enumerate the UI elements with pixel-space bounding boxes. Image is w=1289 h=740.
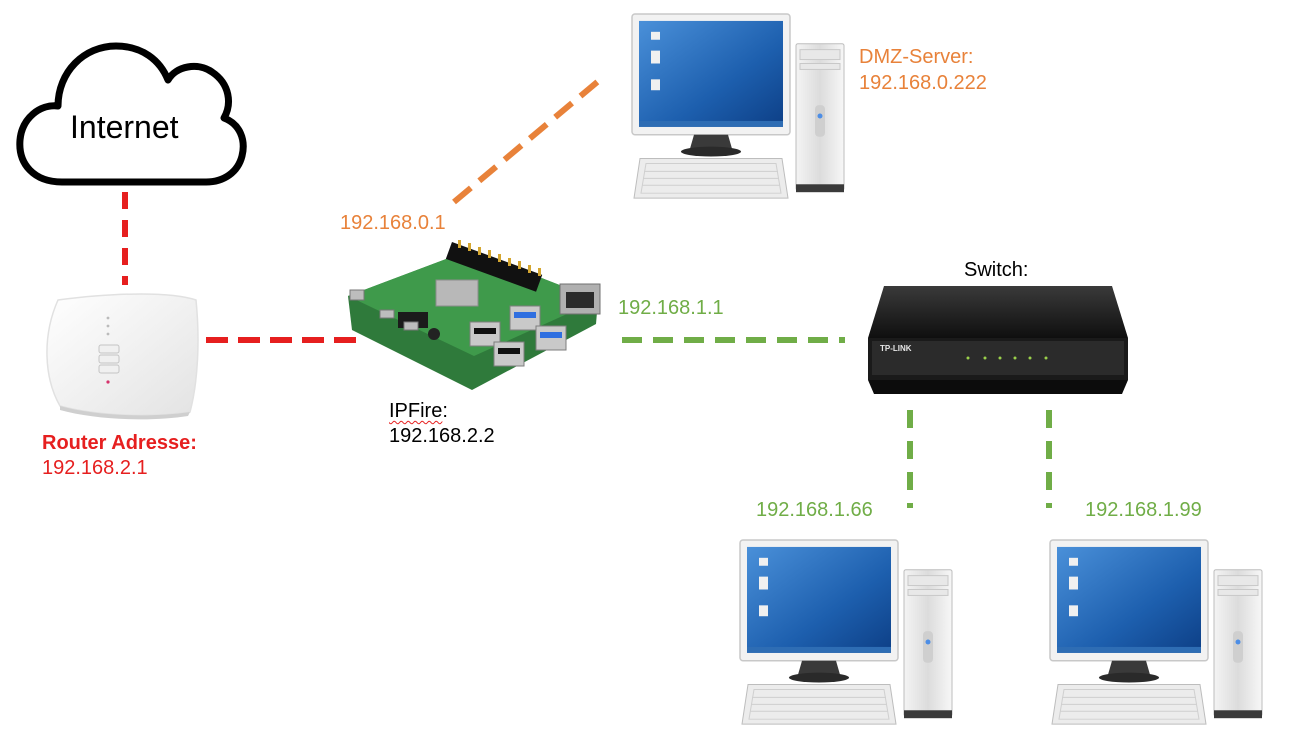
- ipfire-lan-ip: 192.168.1.1: [618, 297, 724, 319]
- network-switch-icon: TP-LINK: [868, 286, 1128, 394]
- internet-label: Internet: [70, 109, 179, 145]
- client-b-ip: 192.168.1.99: [1085, 499, 1202, 521]
- router-icon: [46, 293, 199, 420]
- router-ip: 192.168.2.1: [42, 457, 148, 479]
- wan-links: [122, 192, 362, 343]
- client-b-computer-icon: [1049, 539, 1263, 725]
- lan-links: [622, 337, 1052, 508]
- client-a-computer-icon: [739, 539, 953, 725]
- switch-brand-logo: TP-LINK: [880, 344, 912, 353]
- ipfire-title: IPFire:: [389, 399, 448, 423]
- router-title: Router Adresse:: [42, 432, 197, 454]
- cloud-icon: [16, 42, 247, 186]
- raspberry-pi-icon: [348, 240, 601, 390]
- dmz-server-icon: [631, 13, 845, 199]
- client-a-ip: 192.168.1.66: [756, 499, 873, 521]
- ipfire-ip: 192.168.2.2: [389, 425, 495, 447]
- dmz-server-title: DMZ-Server:: [859, 46, 974, 68]
- switch-title: Switch:: [964, 259, 1029, 281]
- ipfire-dmz-link: [452, 75, 604, 205]
- ipfire-dmz-ip: 192.168.0.1: [340, 212, 446, 234]
- dmz-server-ip: 192.168.0.222: [859, 72, 987, 94]
- ipfire-title-name: IPFire: [389, 400, 443, 422]
- ipfire-title-colon: :: [442, 400, 448, 422]
